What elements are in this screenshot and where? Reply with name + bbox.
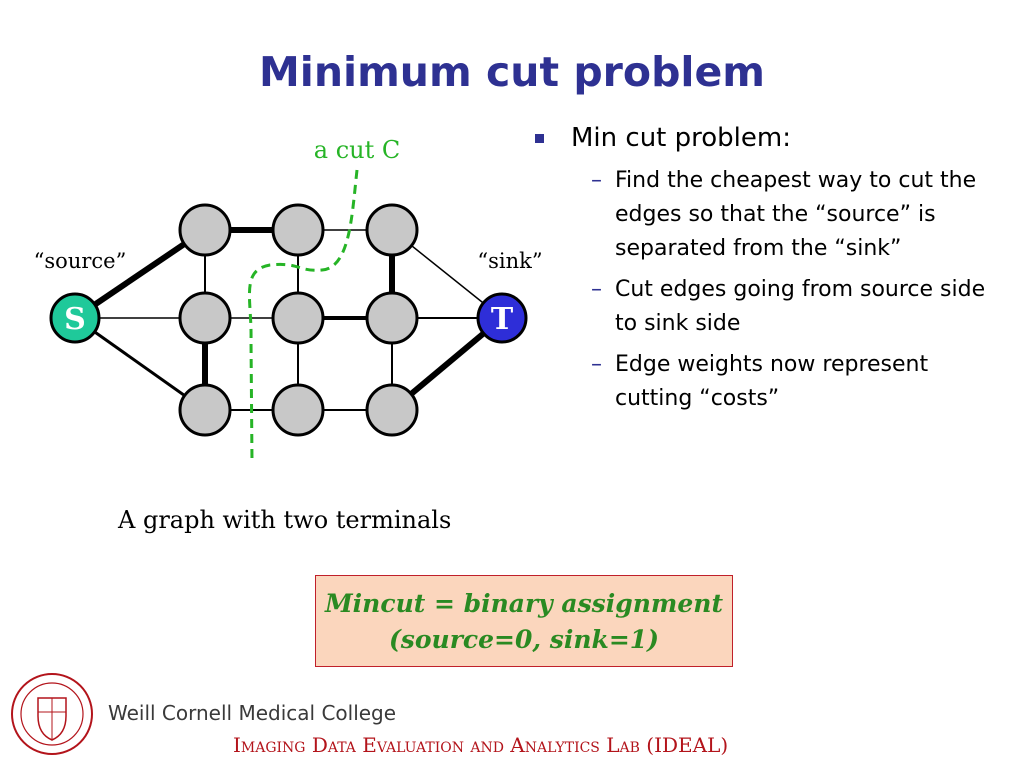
sub-bullet: –Find the cheapest way to cut the edges …: [591, 164, 1003, 266]
bullet-main-text: Min cut problem:: [571, 123, 791, 153]
graph-node: [178, 291, 232, 345]
graph-caption: A graph with two terminals: [118, 506, 452, 534]
lab-name: Imaging Data Evaluation and Analytics La…: [233, 733, 728, 757]
sub-bullet: –Cut edges going from source side to sin…: [591, 273, 1003, 341]
square-bullet-icon: [535, 134, 544, 143]
sub-bullets: –Find the cheapest way to cut the edges …: [533, 164, 1003, 416]
cut-label: a cut C: [314, 136, 400, 164]
graph-node: [271, 383, 325, 437]
dash-bullet-icon: –: [591, 277, 602, 302]
sub-bullet-text: Cut edges going from source side to sink…: [615, 277, 986, 336]
graph-nodes: [178, 203, 419, 437]
graph-node: [365, 203, 419, 257]
source-node-label: S: [64, 302, 86, 337]
graph-node: [365, 291, 419, 345]
graph-node: [178, 203, 232, 257]
edge: [74, 316, 206, 412]
graph-node: [271, 203, 325, 257]
dash-bullet-icon: –: [591, 352, 602, 377]
graph-node: [365, 383, 419, 437]
cut-curve: [247, 169, 359, 463]
mincut-line-1: Mincut = binary assignment: [325, 589, 723, 618]
graph-node: [271, 291, 325, 345]
sub-bullet: –Edge weights now represent cutting “cos…: [591, 348, 1003, 416]
college-name: Weill Cornell Medical College: [108, 701, 397, 725]
bullet-list: Min cut problem: –Find the cheapest way …: [533, 122, 1003, 423]
lab-name-text: Imaging Data Evaluation and Analytics La…: [233, 733, 729, 757]
sub-bullet-text: Find the cheapest way to cut the edges s…: [615, 168, 977, 261]
mincut-line-2: (source=0, sink=1): [388, 625, 660, 654]
sink-label: “sink”: [477, 249, 542, 273]
dash-bullet-icon: –: [591, 168, 602, 193]
bullet-main: Min cut problem:: [533, 122, 1003, 154]
slide-title: Minimum cut problem: [258, 48, 766, 96]
source-label: “source”: [34, 249, 127, 273]
sink-node: [476, 292, 528, 344]
mincut-callout: Mincut = binary assignment (source=0, si…: [315, 575, 733, 667]
sub-bullet-text: Edge weights now represent cutting “cost…: [615, 352, 929, 411]
sink-node-label: T: [491, 302, 514, 337]
graph-node: [178, 383, 232, 437]
college-seal-logo: [11, 673, 93, 755]
source-node: [49, 292, 101, 344]
